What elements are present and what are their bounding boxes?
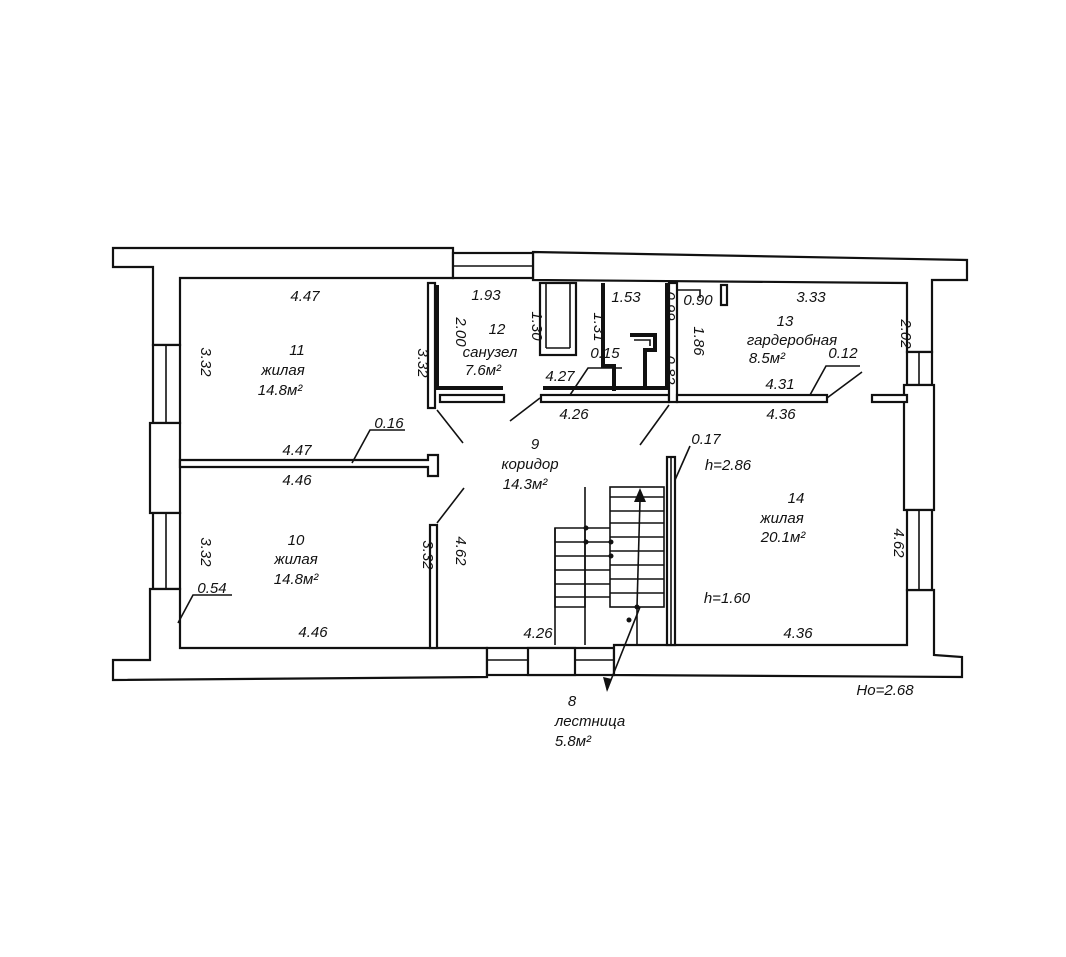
svg-text:0.99: 0.99 xyxy=(661,291,678,321)
svg-text:14.3м²: 14.3м² xyxy=(503,476,548,493)
svg-text:4.47: 4.47 xyxy=(290,288,320,305)
leader-lines xyxy=(177,365,860,624)
svg-text:санузел: санузел xyxy=(463,344,518,361)
svg-text:жилая: жилая xyxy=(273,551,317,568)
svg-text:14.8м²: 14.8м² xyxy=(274,571,319,588)
bottom-wall-left xyxy=(111,587,489,682)
staircase xyxy=(554,486,665,692)
svg-text:8.5м²: 8.5м² xyxy=(749,350,786,367)
svg-text:11: 11 xyxy=(289,342,305,359)
bottom-window-frame xyxy=(526,646,577,677)
svg-text:0.90: 0.90 xyxy=(683,292,713,309)
svg-text:3.32: 3.32 xyxy=(414,348,431,378)
right-wall-mid xyxy=(902,383,936,512)
svg-text:4.62: 4.62 xyxy=(452,536,469,566)
svg-text:1.30: 1.30 xyxy=(528,311,545,341)
partition-11-10 xyxy=(178,453,440,478)
bottom-wall-right xyxy=(612,588,964,679)
svg-text:0.15: 0.15 xyxy=(590,345,620,362)
svg-text:4.26: 4.26 xyxy=(559,406,589,423)
svg-text:13: 13 xyxy=(777,313,794,330)
dimension-labels: 4.47 3.32 4.47 0.16 4.46 3.32 0.54 4.46 … xyxy=(197,287,914,642)
svg-text:3.32: 3.32 xyxy=(197,347,214,377)
svg-text:1.31: 1.31 xyxy=(590,312,607,341)
room-11-label: 11 жилая 14.8м² xyxy=(258,342,305,399)
interior-walls xyxy=(178,281,909,650)
svg-text:3.32: 3.32 xyxy=(197,537,214,567)
svg-text:1.86: 1.86 xyxy=(690,326,707,356)
svg-text:коридор: коридор xyxy=(501,456,558,473)
svg-text:h=1.60: h=1.60 xyxy=(704,590,751,607)
svg-text:5.8м²: 5.8м² xyxy=(555,733,592,750)
svg-text:10: 10 xyxy=(288,532,305,549)
svg-text:2.00: 2.00 xyxy=(452,316,469,347)
svg-text:0.17: 0.17 xyxy=(691,431,721,448)
svg-text:0.16: 0.16 xyxy=(374,415,404,432)
svg-text:гардеробная: гардеробная xyxy=(747,332,837,349)
ceiling-height-note: Hо=2.68 xyxy=(856,682,914,699)
room-9-label: 9 коридор 14.3м² xyxy=(501,436,558,493)
svg-text:4.36: 4.36 xyxy=(783,625,813,642)
svg-text:4.62: 4.62 xyxy=(890,528,907,558)
svg-text:жилая: жилая xyxy=(260,362,304,379)
svg-text:3.33: 3.33 xyxy=(796,289,826,306)
svg-text:4.31: 4.31 xyxy=(765,376,794,393)
svg-text:9: 9 xyxy=(531,436,540,453)
svg-text:1.93: 1.93 xyxy=(471,287,501,304)
room-10-label: 10 жилая 14.8м² xyxy=(273,532,319,588)
room-12-label: 12 санузел 7.6м² xyxy=(463,321,518,379)
room-8-label: 8 лестница 5.8м² xyxy=(554,693,625,750)
svg-text:4.36: 4.36 xyxy=(766,406,796,423)
svg-text:7.6м²: 7.6м² xyxy=(465,362,502,379)
svg-text:4.27: 4.27 xyxy=(545,368,575,385)
svg-text:4.46: 4.46 xyxy=(298,624,328,641)
svg-text:14: 14 xyxy=(788,490,805,507)
top-wall xyxy=(111,246,455,347)
room-13-label: 13 гардеробная 8.5м² xyxy=(747,313,837,367)
svg-text:h=2.86: h=2.86 xyxy=(705,457,752,474)
svg-text:4.26: 4.26 xyxy=(523,625,553,642)
outer-walls xyxy=(111,246,969,682)
room-14-label: 14 жилая 20.1м² xyxy=(759,490,806,546)
svg-text:14.8м²: 14.8м² xyxy=(258,382,303,399)
svg-text:0.12: 0.12 xyxy=(828,345,858,362)
svg-text:0.54: 0.54 xyxy=(197,580,226,597)
left-wall-mid xyxy=(148,421,182,515)
svg-text:4.47: 4.47 xyxy=(282,442,312,459)
svg-text:0.82: 0.82 xyxy=(661,355,678,385)
svg-text:12: 12 xyxy=(489,321,506,338)
svg-text:жилая: жилая xyxy=(759,510,803,527)
svg-text:2.02: 2.02 xyxy=(897,318,914,349)
svg-text:3.32: 3.32 xyxy=(419,540,436,570)
svg-text:4.46: 4.46 xyxy=(282,472,312,489)
svg-text:лестница: лестница xyxy=(554,713,625,730)
svg-text:20.1м²: 20.1м² xyxy=(760,529,806,546)
svg-text:1.53: 1.53 xyxy=(611,289,641,306)
svg-text:8: 8 xyxy=(568,693,577,710)
